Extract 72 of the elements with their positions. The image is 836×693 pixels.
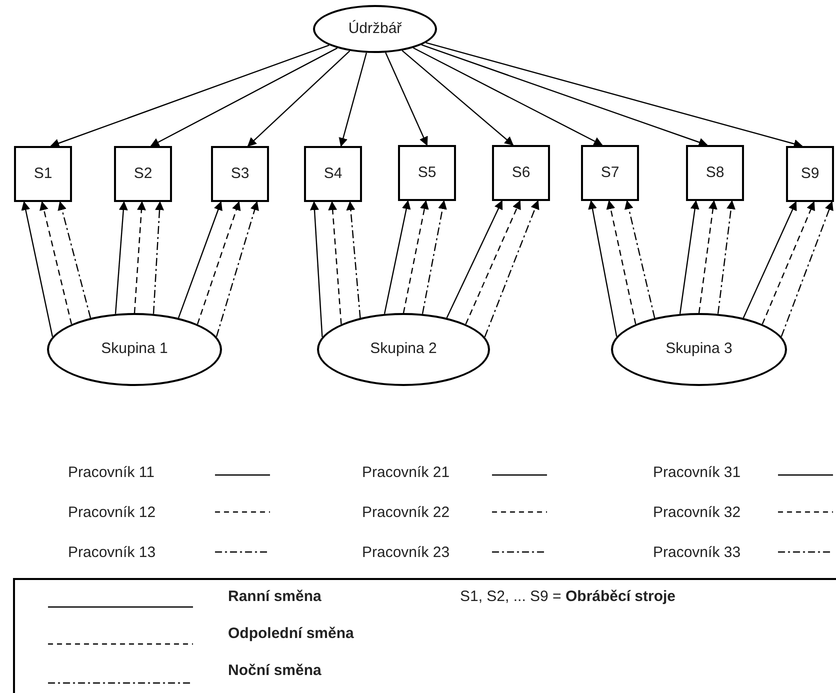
arrow bbox=[384, 200, 411, 314]
arrow bbox=[588, 200, 618, 337]
arrow bbox=[216, 201, 259, 337]
node-label: Skupina 1 bbox=[101, 340, 168, 359]
machine-box bbox=[492, 145, 550, 201]
ellipse-node bbox=[313, 5, 437, 53]
node-label: Skupina 2 bbox=[370, 340, 437, 359]
node-label: S9 bbox=[800, 164, 820, 184]
legend-label: Noční směna bbox=[228, 661, 322, 681]
arrow bbox=[762, 201, 815, 324]
arrow bbox=[402, 200, 429, 314]
node-label: S3 bbox=[230, 164, 250, 184]
arrow bbox=[150, 48, 338, 147]
arrow bbox=[717, 200, 736, 314]
arrow bbox=[421, 44, 708, 147]
arrow bbox=[247, 50, 350, 147]
machine-box bbox=[114, 146, 172, 202]
legend-label: Odpolední směna bbox=[228, 624, 354, 644]
legend-label: Pracovník 11 bbox=[68, 463, 154, 483]
machine-box bbox=[581, 145, 639, 201]
legend-label: Pracovník 21 bbox=[362, 463, 450, 483]
arrow bbox=[310, 201, 323, 338]
machine-box bbox=[686, 145, 744, 201]
node-label: Skupina 3 bbox=[666, 340, 732, 359]
legend-label: Pracovník 13 bbox=[68, 543, 156, 563]
arrow bbox=[178, 201, 222, 318]
arrow bbox=[484, 200, 540, 338]
note-text: S1, S2, ... S9 = Obráběcí stroje bbox=[460, 587, 676, 607]
node-label: S6 bbox=[512, 164, 530, 182]
legend-label: Pracovník 32 bbox=[653, 503, 741, 523]
arrow bbox=[328, 201, 342, 324]
arrow bbox=[152, 201, 164, 314]
legend-label: Pracovník 23 bbox=[362, 543, 450, 563]
node-label: S2 bbox=[134, 164, 152, 184]
arrow bbox=[606, 200, 636, 324]
machine-box bbox=[786, 146, 834, 202]
machine-box bbox=[304, 146, 362, 202]
arrow bbox=[58, 201, 92, 318]
arrow bbox=[338, 52, 368, 147]
machine-box bbox=[398, 145, 456, 201]
legend-label: Ranní směna bbox=[228, 587, 322, 607]
arrow bbox=[134, 201, 146, 314]
arrow bbox=[624, 200, 656, 318]
arrow bbox=[114, 201, 128, 314]
arrow bbox=[50, 44, 330, 148]
legend-label: Pracovník 12 bbox=[68, 503, 156, 523]
legend-label: Pracovník 33 bbox=[653, 543, 741, 563]
arrow bbox=[402, 50, 514, 146]
arrow bbox=[422, 200, 447, 314]
legend-label: Pracovník 22 bbox=[362, 503, 450, 523]
arrow bbox=[679, 200, 700, 314]
arrow bbox=[780, 201, 834, 337]
arrow bbox=[196, 201, 241, 324]
node-label: S5 bbox=[418, 164, 436, 182]
arrow bbox=[446, 200, 503, 318]
node-label: S4 bbox=[324, 164, 342, 184]
arrow bbox=[742, 201, 797, 318]
node-label: S1 bbox=[34, 164, 52, 184]
arrow bbox=[40, 201, 72, 324]
node-label: S7 bbox=[600, 164, 620, 182]
machine-box bbox=[211, 146, 269, 202]
node-label: Údržbář bbox=[348, 20, 402, 38]
machine-box bbox=[14, 146, 72, 202]
arrow bbox=[21, 201, 54, 337]
arrow bbox=[698, 200, 718, 314]
arrow bbox=[412, 47, 603, 146]
legend-label: Pracovník 31 bbox=[653, 463, 741, 483]
arrow bbox=[465, 200, 521, 324]
node-label: S8 bbox=[706, 164, 724, 182]
arrow bbox=[385, 52, 428, 146]
arrow bbox=[426, 42, 803, 148]
arrow bbox=[346, 201, 361, 318]
